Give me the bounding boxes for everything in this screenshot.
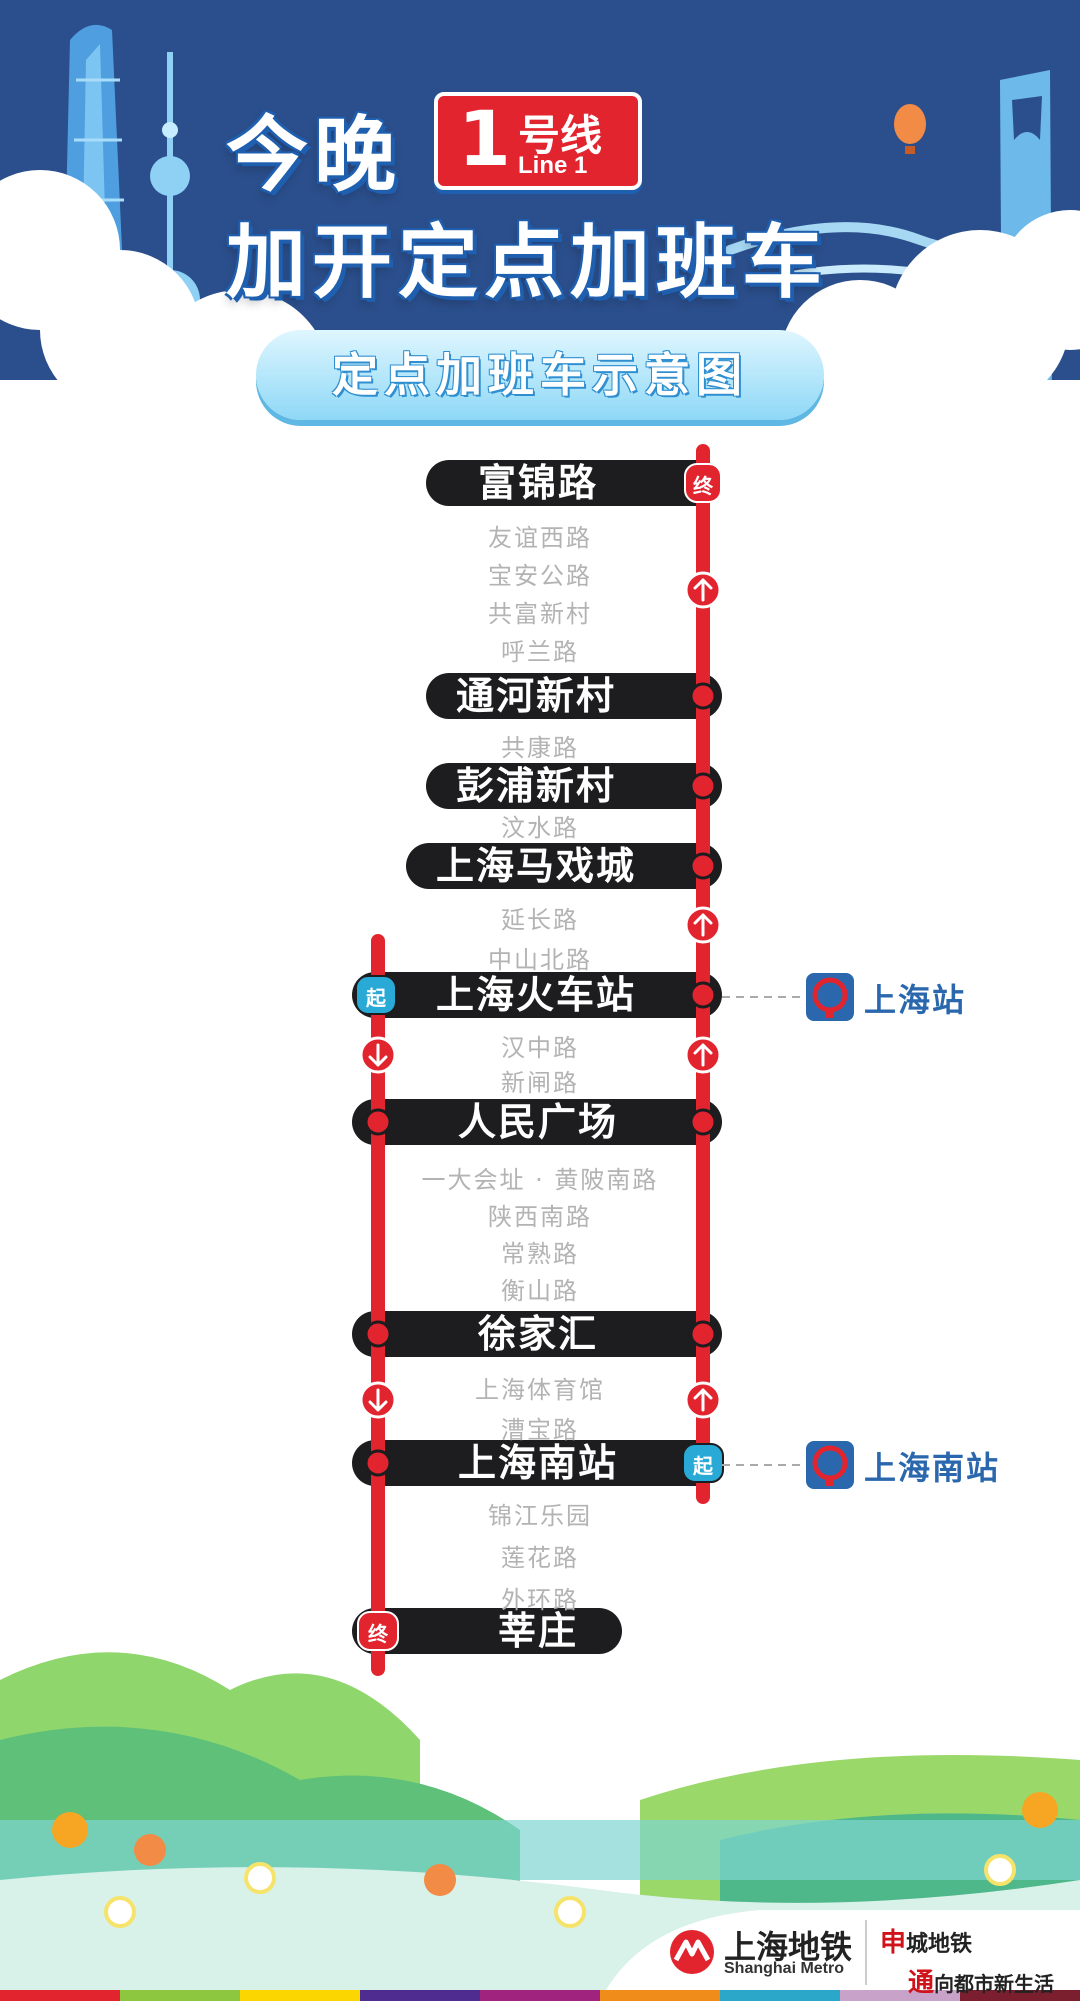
station-youyi: 友谊西路: [488, 524, 592, 552]
station-hengshan: 衡山路: [501, 1277, 579, 1305]
end-tag-fujin: [684, 463, 722, 503]
station-bar-huochezhan: [352, 972, 722, 1018]
start-tag-label: 起: [366, 986, 386, 1010]
logo-text-cn: 上海地铁: [724, 1928, 853, 1966]
station-wenshui: 汶水路: [501, 814, 579, 842]
end-tag-xinzhuang: [357, 1611, 399, 1651]
subtitle-pill: 定点加班车示意图: [256, 330, 824, 420]
station-bar-pengpu: [426, 763, 722, 809]
station-dot: [689, 852, 717, 880]
slogan-1-rest: 城地铁: [906, 1931, 973, 1957]
arrow-down-icon: [359, 1036, 397, 1074]
slogan-line-1: 申城地铁: [880, 1922, 972, 1959]
line-label-en: Line 1: [518, 152, 588, 179]
station-dot: [689, 981, 717, 1009]
railway-icon: [806, 1441, 854, 1489]
station-jinjiang: 锦江乐园: [488, 1502, 592, 1530]
station-maxicheng: 上海马戏城: [436, 844, 637, 888]
station-changshu: 常熟路: [501, 1240, 579, 1268]
line-number: 1: [458, 94, 511, 183]
railway-icon: [806, 973, 854, 1021]
station-xujiahui: 徐家汇: [478, 1312, 599, 1356]
end-tag-label: 终: [368, 1622, 388, 1646]
station-bar-maxicheng: [406, 843, 722, 889]
line-label-cn: 号线: [518, 111, 603, 160]
title-tonight: 今晚: [226, 108, 403, 203]
station-yanchang: 延长路: [501, 906, 579, 934]
arrow-down-icon: [359, 1381, 397, 1419]
station-bar-nanzhan: [352, 1440, 722, 1486]
slogan-2-rest: 向都市新生活: [934, 1972, 1055, 1996]
station-huochezhan: 上海火车站: [436, 973, 637, 1017]
station-hanzhong: 汉中路: [501, 1034, 579, 1062]
station-gongfu: 共富新村: [488, 600, 592, 628]
arrow-up-icon: [684, 571, 722, 609]
header-illustration: [0, 0, 1080, 420]
station-dot: [364, 1320, 392, 1348]
start-tag-label: 起: [693, 1454, 713, 1478]
station-dot: [689, 1320, 717, 1348]
arrow-up-icon: [684, 1036, 722, 1074]
station-yida: 一大会址 · 黄陂南路: [421, 1166, 659, 1194]
start-tag-nanzhan: [682, 1443, 724, 1483]
station-bar-fujin: [426, 460, 722, 506]
station-caobao: 漕宝路: [501, 1416, 579, 1444]
station-dot: [689, 772, 717, 800]
station-zhongshan: 中山北路: [488, 946, 592, 974]
arrow-up-icon: [684, 1381, 722, 1419]
station-dot: [364, 1449, 392, 1477]
station-bar-renmin: [352, 1099, 722, 1145]
station-bar-xinzhuang: [352, 1608, 622, 1654]
station-nanzhan: 上海南站: [458, 1441, 619, 1485]
logo-text-en: Shanghai Metro: [724, 1960, 845, 1977]
station-shanxi: 陕西南路: [488, 1203, 592, 1231]
station-baoan: 宝安公路: [488, 562, 592, 590]
end-tag-label: 终: [693, 474, 713, 498]
station-fujin: 富锦路: [478, 461, 599, 505]
station-tonghe: 通河新村: [456, 674, 617, 718]
railway-shanghai-south-station: 上海南站: [864, 1449, 1001, 1487]
railway-shanghai-station: 上海站: [864, 981, 967, 1019]
station-bar-tonghe: [426, 673, 722, 719]
line-badge: 1 号线 Line 1: [434, 92, 642, 190]
station-waihuan: 外环路: [501, 1586, 579, 1614]
station-tiyuguan: 上海体育馆: [475, 1376, 605, 1404]
station-pengpu: 彭浦新村: [456, 764, 617, 808]
flower-icon: [52, 1792, 1058, 1928]
slogan-1-red: 申: [880, 1928, 907, 1958]
station-lianhua: 莲花路: [501, 1544, 579, 1572]
footer-illustration: [0, 1652, 1080, 2001]
start-tag-huochezhan: [355, 975, 397, 1015]
slogan-line-2: 通向都市新生活: [908, 1962, 1054, 1999]
title-extra-trains: 加开定点加班车: [226, 216, 828, 309]
hot-air-balloon-icon: [894, 104, 926, 154]
station-dot: [689, 1108, 717, 1136]
station-dot: [689, 682, 717, 710]
station-bar-xujiahui: [352, 1311, 722, 1357]
arrow-up-icon: [684, 906, 722, 944]
shanghai-metro-logo-icon: [670, 1930, 714, 1974]
station-renmin: 人民广场: [458, 1100, 619, 1144]
subtitle: 定点加班车示意图: [332, 348, 748, 402]
station-xinzha: 新闸路: [501, 1069, 579, 1097]
station-gongkang: 共康路: [501, 734, 579, 762]
station-dot: [364, 1108, 392, 1136]
station-hulan: 呼兰路: [501, 638, 579, 666]
slogan-2-red: 通: [908, 1968, 935, 1998]
station-xinzhuang: 莘庄: [498, 1609, 579, 1653]
